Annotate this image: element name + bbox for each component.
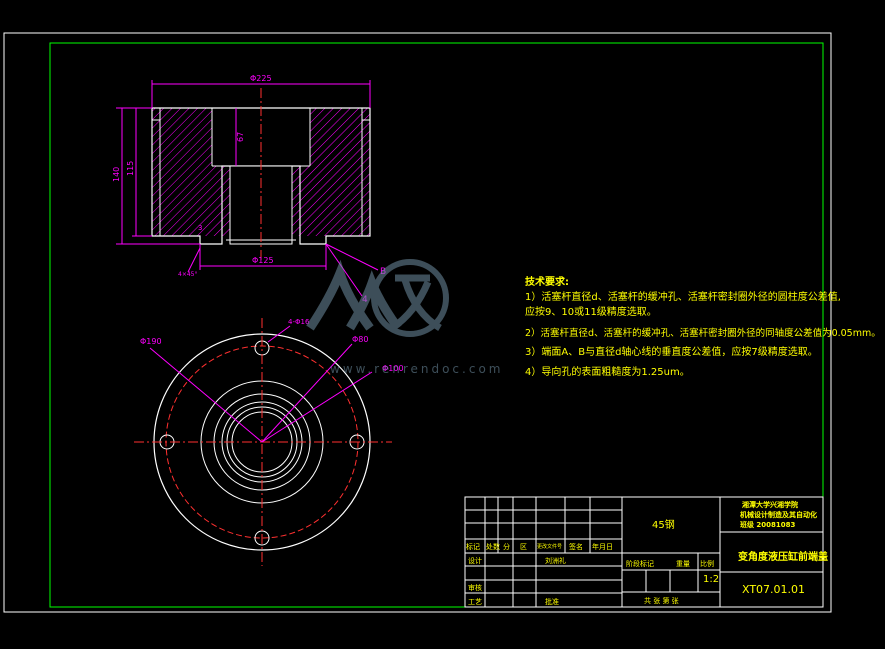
top-view bbox=[134, 318, 392, 566]
tech-requirement-line: 3）端面A、B与直径d轴心线的垂直度公差值，应按7级精度选取。 bbox=[525, 347, 818, 358]
dim-height-outer: 140 bbox=[112, 167, 121, 182]
stage-label: 重量 bbox=[676, 560, 690, 568]
school-line-2: 机械设计制造及其自动化 bbox=[740, 511, 817, 519]
dim-pcd: Φ80 bbox=[352, 335, 368, 344]
header-label: 处数 bbox=[486, 543, 500, 551]
school-line-3: 班级 20081083 bbox=[740, 521, 796, 529]
tech-requirement-line: 4）导向孔的表面粗糙度为1.25um。 bbox=[525, 367, 690, 378]
header-label: 签名 bbox=[569, 543, 583, 551]
tech-requirement-line: 2）活塞杆直径d、活塞杆的缓冲孔、活塞杆密封圈外径的同轴度公差值为0.05mm。 bbox=[525, 328, 881, 339]
stage-label: 阶段标记 bbox=[626, 560, 654, 568]
dim-height-inner: 115 bbox=[126, 161, 135, 176]
title-block-grid bbox=[464, 496, 824, 608]
dim-small: 3 bbox=[198, 224, 202, 232]
dim-holes: 4-Φ16 bbox=[288, 318, 310, 326]
tech-requirements-title: 技术要求: bbox=[525, 277, 569, 288]
sheet-text: 共 张 第 张 bbox=[644, 597, 679, 605]
drawing-number: XT07.01.01 bbox=[742, 583, 806, 596]
inner-frame bbox=[49, 42, 824, 608]
tech-requirement-line: 1）活塞杆直径d、活塞杆的缓冲孔、活塞杆密封圈外径的圆柱度公差值, bbox=[525, 292, 841, 303]
scale-value: 1:2 bbox=[703, 574, 720, 585]
tech-requirement-line: 应按9、10或11级精度选取。 bbox=[525, 307, 657, 318]
header-label: 标记 bbox=[466, 543, 480, 551]
front-section-view bbox=[116, 80, 379, 297]
row-design-label: 设计 bbox=[468, 557, 482, 565]
school-line-1: 湘潭大学兴湘学院 bbox=[742, 501, 798, 509]
row-process-label: 工艺 bbox=[468, 598, 482, 606]
material-label: 45钢 bbox=[652, 520, 675, 531]
row-review-label: 审核 bbox=[468, 584, 482, 592]
header-label: 年月日 bbox=[592, 543, 613, 551]
approve-label: 批准 bbox=[545, 598, 559, 606]
designer-name: 刘洲礼 bbox=[545, 557, 566, 565]
outer-frame bbox=[3, 32, 832, 613]
header-label: 分 bbox=[503, 543, 510, 551]
dim-mid: Φ100 bbox=[382, 364, 404, 373]
dim-top-diameter: Φ225 bbox=[250, 74, 272, 83]
watermark-url: www.renrendoc.com bbox=[330, 362, 504, 376]
header-label: 区 bbox=[520, 543, 527, 551]
dim-bore: 67 bbox=[236, 132, 245, 142]
stage-label: 比例 bbox=[700, 560, 714, 568]
dim-bottom-diameter: Φ125 bbox=[252, 256, 274, 265]
chamfer-note: 4×45° bbox=[178, 271, 197, 278]
watermark-logo-icon bbox=[300, 258, 510, 338]
watermark-logo-icon bbox=[306, 259, 449, 337]
dim-outer-diameter: Φ190 bbox=[140, 337, 162, 346]
header-label: 更改文件号 bbox=[537, 544, 563, 550]
part-name: 变角度液压缸前端盖 bbox=[738, 552, 828, 563]
